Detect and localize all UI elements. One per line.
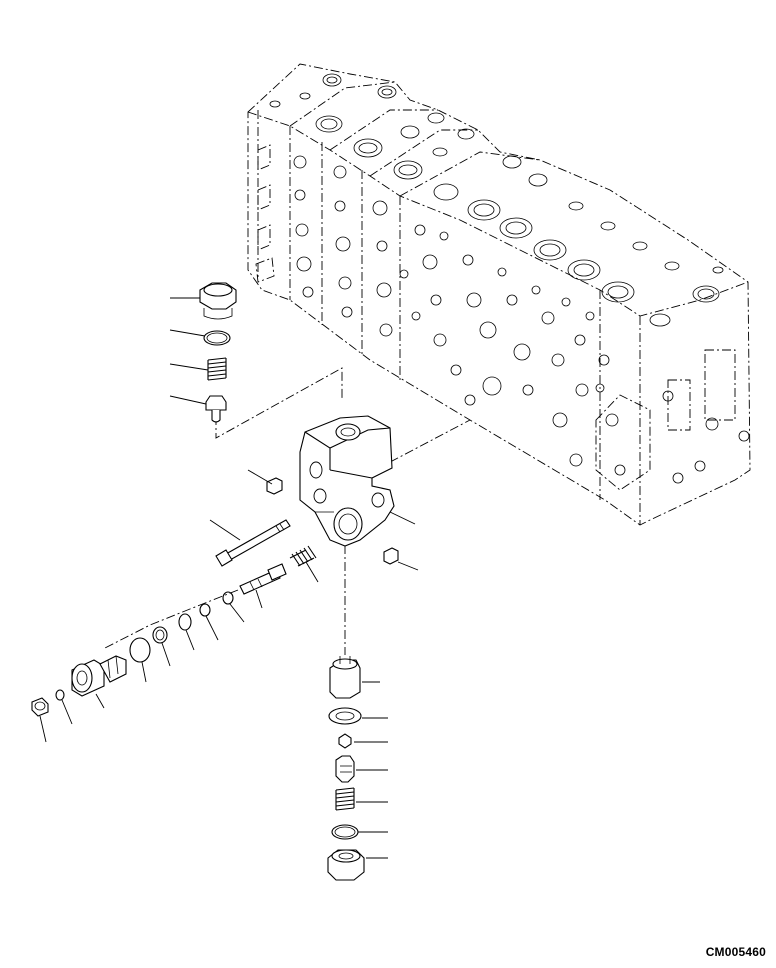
o-ring-lower (331, 824, 359, 840)
nut-small (338, 733, 352, 749)
plug-small-lower (383, 547, 399, 565)
adjusting-screw (239, 563, 287, 595)
spring-left (207, 357, 227, 381)
drawing-code: CM005460 (705, 945, 766, 959)
washer (328, 707, 362, 725)
plug-top (199, 282, 237, 320)
o-ring-small-a (222, 591, 234, 605)
spring-lower (335, 787, 355, 811)
backup-ring (152, 626, 168, 644)
o-ring-medium (178, 613, 192, 631)
sleeve (329, 656, 361, 699)
poppet-left (205, 395, 227, 423)
plug-small-upper (266, 477, 283, 495)
leader-lines (39, 297, 419, 859)
cap-small-left (31, 697, 49, 717)
o-ring-top (203, 330, 231, 346)
poppet-lower (335, 755, 355, 783)
valve-body (299, 415, 395, 547)
control-valve-block (247, 63, 751, 526)
long-bolt (215, 519, 291, 567)
o-ring-large (129, 637, 151, 663)
o-ring-small-b (199, 603, 211, 617)
o-ring-tiny-left (55, 689, 65, 701)
spring-center (289, 545, 317, 567)
plug-bottom (327, 849, 365, 881)
relief-valve-cartridge (71, 655, 127, 697)
assembly-centerlines (104, 367, 471, 655)
